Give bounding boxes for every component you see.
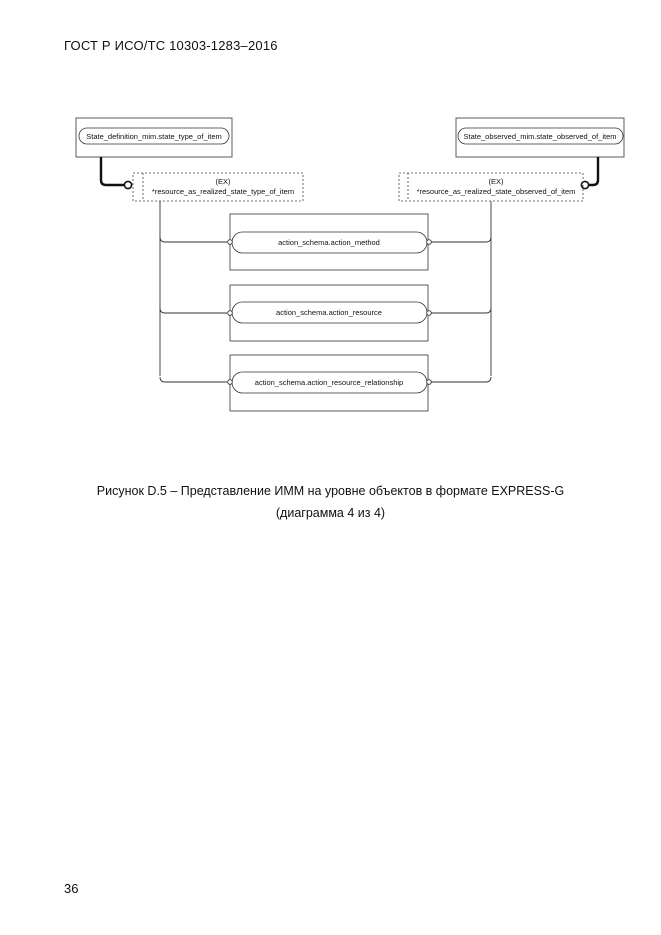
entity-box-left: State_definition_mim.state_type_of_item <box>75 117 233 158</box>
entity-right-label: State_observed_mim.state_observed_of_ite… <box>463 132 616 141</box>
document-header: ГОСТ Р ИСО/ТС 10303-1283–2016 <box>64 38 278 53</box>
reference-right-tag: (EX) <box>489 177 505 186</box>
reference-box-left: (EX) *resource_as_realized_state_type_of… <box>132 172 304 202</box>
select-box-action-resource-relationship: action_schema.action_resource_relationsh… <box>159 354 492 412</box>
figure-caption: Рисунок D.5 – Представление ИММ на уровн… <box>96 484 565 498</box>
figure-caption-subtitle: (диаграмма 4 из 4) <box>275 506 386 520</box>
entity-box-right: State_observed_mim.state_observed_of_ite… <box>455 117 625 158</box>
select-box-action-method: action_schema.action_method <box>159 213 492 271</box>
relation-endpoint-right <box>580 180 590 190</box>
select-box-action-resource: action_schema.action_resource <box>159 284 492 342</box>
select-label-action-method: action_schema.action_method <box>278 238 380 247</box>
relation-endpoint-left <box>123 180 133 190</box>
select-label-action-resource: action_schema.action_resource <box>276 308 382 317</box>
reference-left-name: *resource_as_realized_state_type_of_item <box>152 187 294 196</box>
reference-left-tag: (EX) <box>216 177 232 186</box>
entity-left-label: State_definition_mim.state_type_of_item <box>86 132 222 141</box>
relation-line-left <box>99 157 124 187</box>
page-number: 36 <box>64 881 79 896</box>
select-label-action-resource-relationship: action_schema.action_resource_relationsh… <box>255 378 403 387</box>
reference-box-right: (EX) *resource_as_realized_state_observe… <box>398 172 584 202</box>
relation-line-right <box>589 157 600 187</box>
reference-right-name: *resource_as_realized_state_observed_of_… <box>417 187 576 196</box>
